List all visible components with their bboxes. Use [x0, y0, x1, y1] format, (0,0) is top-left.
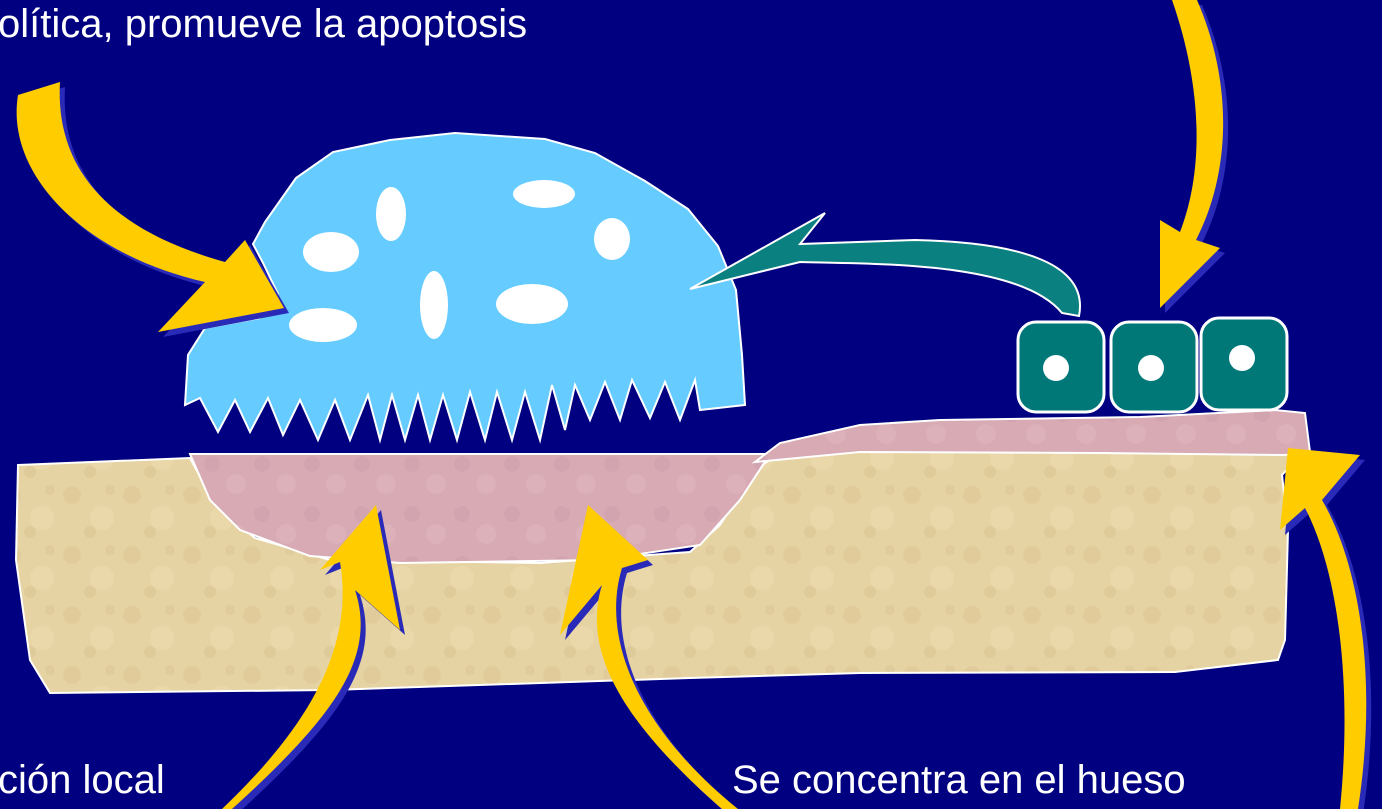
osteoblast-cell-icon [1201, 318, 1287, 410]
caption-top-left: olítica, promueve la apoptosis [0, 0, 527, 48]
arrow-top-left-icon [17, 82, 289, 337]
caption-bottom-right: Se concentra en el hueso [732, 756, 1186, 804]
signal-arrow-icon [690, 213, 1080, 316]
arrow-bottom-right-icon [1280, 448, 1371, 809]
arrow-top-right-icon [1160, 0, 1228, 313]
osteoblast-cell-icon [1111, 322, 1197, 412]
osteoblast-cells [1018, 318, 1287, 412]
caption-bottom-left: ción local [0, 756, 165, 804]
osteoblast-cell-icon [1018, 322, 1104, 412]
